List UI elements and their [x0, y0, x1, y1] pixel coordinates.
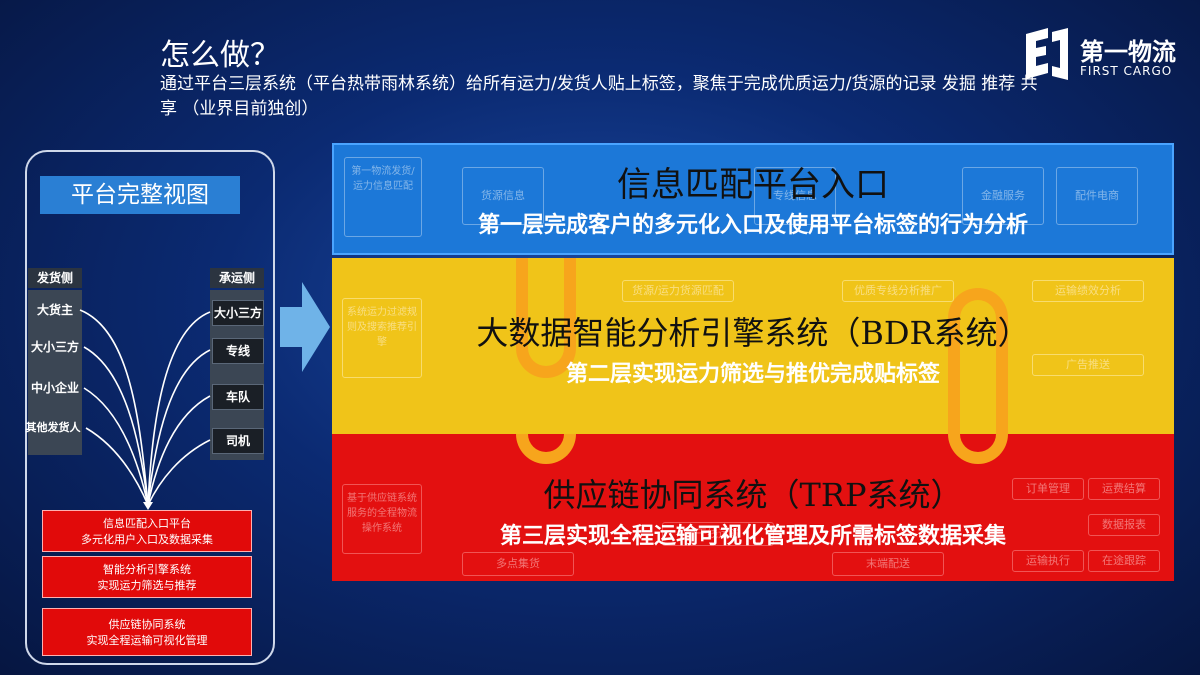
layer-description: 第二层实现运力筛选与推优完成贴标签	[565, 362, 940, 387]
carrier-node: 司机	[212, 428, 264, 454]
layer-description: 第三层实现全程运输可视化管理及所需标签数据采集	[499, 524, 1006, 549]
loop-arrow-right-bottom	[948, 434, 1008, 464]
ghost-panel: 干线运输	[662, 522, 774, 546]
ghost-panel: 货源/运力货源匹配	[622, 280, 734, 302]
box-line: 信息匹配入口平台	[103, 517, 191, 530]
ghost-panel: 数据报表	[1088, 514, 1160, 536]
shipper-node: 中小企业	[30, 381, 79, 395]
ghost-panel: 系统运力过滤规则及搜索推荐引擎	[342, 298, 422, 378]
logo-text-cn: 第一物流	[1080, 38, 1176, 66]
shipper-side-header: 发货侧	[28, 268, 82, 288]
ghost-panel: 第一物流发货/运力信息匹配	[344, 157, 422, 237]
carrier-node: 大小三方	[212, 300, 264, 326]
loop-arrow-left-bottom	[516, 434, 576, 464]
ghost-panel: 基于供应链系统服务的全程物流操作系统	[342, 484, 422, 554]
ghost-panel: 金融服务	[962, 167, 1044, 225]
overview-box-supply-chain: 供应链协同系统 实现全程运输可视化管理	[42, 608, 252, 656]
ghost-panel: 多点集货	[462, 552, 574, 576]
overview-title: 平台完整视图	[40, 176, 240, 214]
box-line: 多元化用户入口及数据采集	[81, 533, 213, 546]
ghost-panel: 广告推送	[1032, 354, 1144, 376]
ghost-panel: 末端配送	[832, 552, 944, 576]
page-title: 怎么做？	[160, 38, 280, 73]
box-line: 实现运力筛选与推荐	[97, 579, 197, 592]
carrier-node: 专线	[212, 338, 264, 364]
ghost-panel: 优质专线分析推广	[842, 280, 954, 302]
layer-title: 信息匹配平台入口	[617, 165, 889, 205]
box-line: 智能分析引擎系统	[103, 563, 191, 576]
ghost-panel: 专线信息	[754, 167, 836, 225]
carrier-side-header: 承运侧	[210, 268, 264, 288]
shipper-node: 大货主	[36, 303, 73, 317]
layer-supply-chain: 基于供应链系统服务的全程物流操作系统 多点集货 干线运输 末端配送 订单管理 运…	[332, 434, 1174, 581]
ghost-panel: 运费结算	[1088, 478, 1160, 500]
box-line: 实现全程运输可视化管理	[86, 634, 208, 647]
layer-description: 第一层完成客户的多元化入口及使用平台标签的行为分析	[477, 213, 1028, 238]
ghost-panel: 货源信息	[462, 167, 544, 225]
ghost-panel: 运输执行	[1012, 550, 1084, 572]
layer-title: 大数据智能分析引擎系统（BDR系统）	[476, 314, 1030, 352]
overview-box-info-platform: 信息匹配入口平台 多元化用户入口及数据采集	[42, 510, 252, 552]
shipper-column	[28, 290, 82, 455]
ghost-panel: 订单管理	[1012, 478, 1084, 500]
right-arrow-icon	[280, 282, 330, 372]
box-line: 供应链协同系统	[108, 618, 186, 631]
logo: 第一物流 FIRST CARGO	[1022, 26, 1182, 86]
page-subtitle: 通过平台三层系统（平台热带雨林系统）给所有运力/发货人贴上标签，聚焦于完成优质运…	[160, 74, 1038, 119]
ghost-panel: 在途跟踪	[1088, 550, 1160, 572]
layer-info-platform: 第一物流发货/运力信息匹配 货源信息 专线信息 金融服务 配件电商 信息匹配平台…	[332, 143, 1174, 255]
overview-panel	[25, 150, 275, 665]
logo-text-en: FIRST CARGO	[1080, 64, 1173, 78]
layer-title: 供应链协同系统（TRP系统）	[543, 476, 963, 514]
shipper-node: 大小三方	[30, 340, 79, 354]
shipper-node: 其他发货人	[25, 421, 81, 434]
loop-arrow-right	[948, 288, 1008, 434]
overview-box-analysis-engine: 智能分析引擎系统 实现运力筛选与推荐	[42, 556, 252, 598]
ghost-panel: 运输绩效分析	[1032, 280, 1144, 302]
layer-analysis-engine: 系统运力过滤规则及搜索推荐引擎 货源/运力货源匹配 优质专线分析推广 运输绩效分…	[332, 258, 1174, 434]
ghost-panel: 配件电商	[1056, 167, 1138, 225]
carrier-node: 车队	[212, 384, 264, 410]
first-cargo-logo-icon	[1026, 28, 1068, 80]
